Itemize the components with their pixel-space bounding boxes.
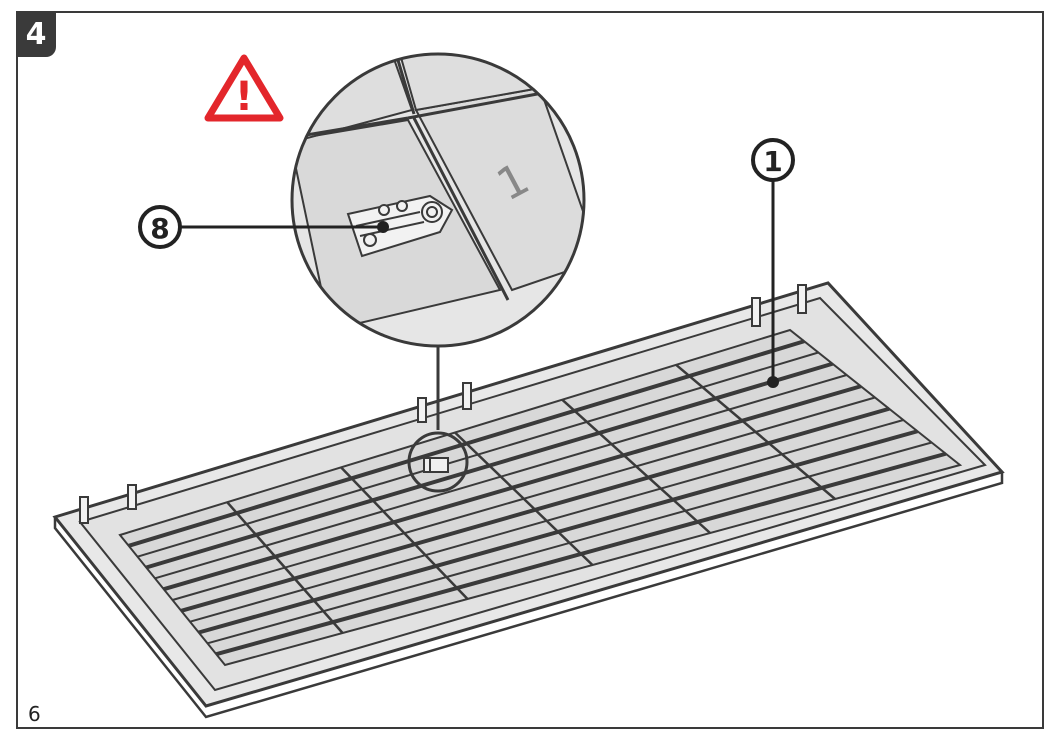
grid-line — [454, 431, 594, 566]
detail-marker-circle — [407, 431, 469, 493]
callout-8-dot — [377, 221, 389, 233]
warning-glyph: ! — [235, 74, 253, 120]
grid-line — [226, 501, 344, 634]
callout-1-number: 1 — [763, 145, 782, 178]
grid-line — [340, 466, 469, 600]
clip-small — [423, 457, 449, 473]
edge-posts — [79, 284, 807, 524]
callout-1-dot — [767, 376, 779, 388]
grid-line — [675, 363, 836, 500]
page-frame — [16, 11, 1044, 729]
floor-panel — [52, 281, 1005, 719]
callout-8-number: 8 — [150, 212, 169, 245]
panel-grid — [128, 339, 947, 657]
warning-triangle-icon: ! — [204, 54, 284, 122]
magnified-detail: 1 — [290, 52, 586, 348]
page-number: 6 — [28, 702, 41, 726]
step-number-badge: 4 — [16, 11, 56, 57]
callout-1: 1 — [751, 138, 795, 388]
grid-line — [561, 398, 711, 534]
callout-8: 8 — [138, 205, 389, 249]
